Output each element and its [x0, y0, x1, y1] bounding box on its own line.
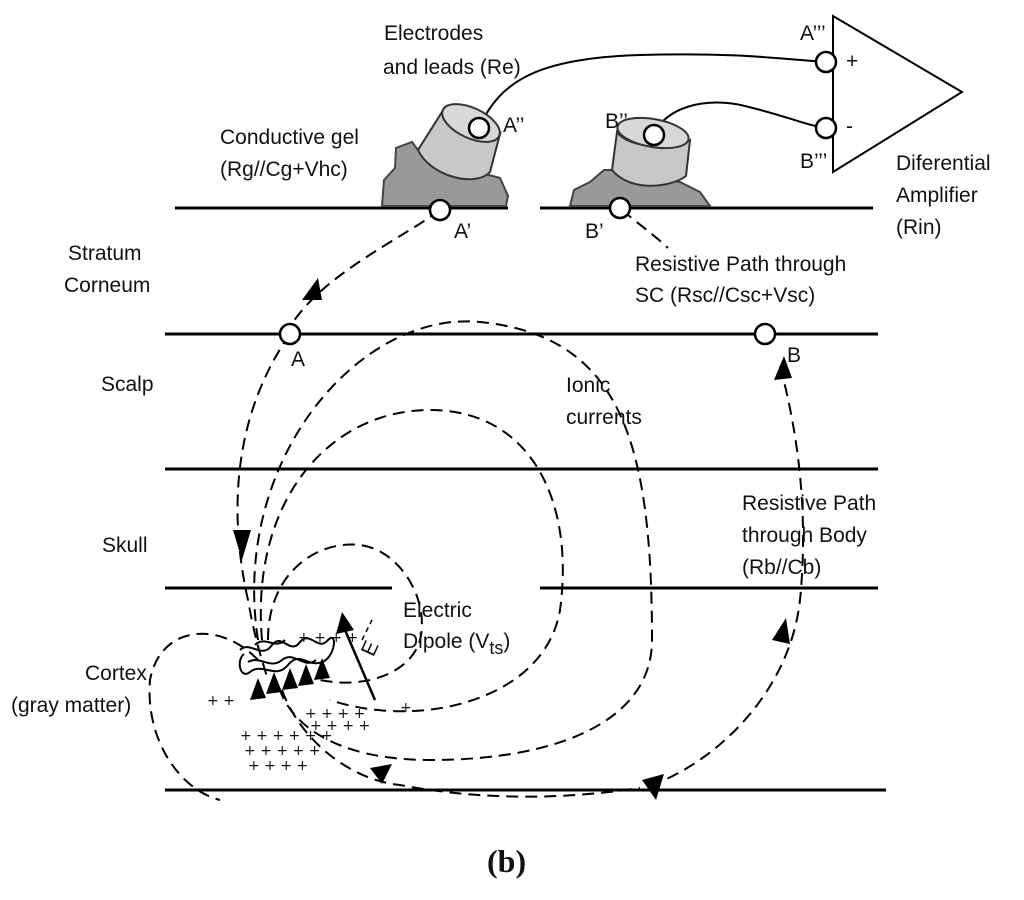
field-arrow [361, 619, 373, 641]
arrowhead-skull-down [233, 530, 251, 560]
arrowhead-scalp-up [774, 356, 792, 380]
node-label-b: B [787, 344, 801, 367]
charges-bottom-1: + + + + [305, 706, 365, 722]
amplifier-label-line1: Diferential [896, 152, 991, 175]
path-a-to-cortex [236, 333, 291, 681]
charges-right: + [400, 700, 412, 716]
electrodes-label-line2: and leads (Re) [383, 56, 521, 79]
dipole-label-line2: Dipole (Vts) [403, 630, 510, 658]
node-label-b1: B’ [585, 220, 604, 243]
node-label-a3: A’’’ [800, 22, 826, 45]
layer-scalp: Scalp [101, 373, 154, 396]
path-cortex-left-loop [148, 632, 259, 801]
ionic-label-line1: Ionic [566, 374, 610, 397]
arrowhead-cortex-right [370, 764, 392, 784]
charges-bottom-3: + + + + + [244, 743, 320, 759]
arrowhead-body-up [772, 618, 790, 644]
diagram-labels: Electrodes and leads (Re) Conductive gel… [220, 22, 991, 660]
neuron-2 [266, 672, 282, 694]
layer-cortex-line2: (gray matter) [11, 694, 131, 717]
resistive-body-label-line1: Resistive Path [742, 492, 876, 515]
node-b2 [642, 123, 666, 147]
amplifier-plus-sign: + [846, 50, 858, 73]
path-cortex-loop-right [281, 689, 641, 798]
nodes [278, 50, 838, 346]
charges-bottom-5: + + + + [310, 718, 370, 734]
resistive-sc-label-line2: SC (Rsc//Csc+Vsc) [635, 284, 815, 307]
node-a [278, 322, 302, 346]
dipole-vector-head [336, 612, 354, 634]
node-b1 [608, 196, 632, 220]
layer-stratum-corneum-line2: Corneum [64, 274, 150, 297]
neuron-4 [298, 664, 314, 686]
neuron-3 [282, 668, 298, 690]
amplifier-label-line3: (Rin) [896, 216, 942, 239]
electrodes-label-line1: Electrodes [384, 22, 483, 45]
lead-wire-b [653, 101, 827, 136]
path-ionic-middle [259, 408, 564, 713]
charges-left: + + [207, 693, 235, 709]
layer-cortex-line1: Cortex [85, 662, 147, 685]
gel-label-line2: (Rg//Cg+Vhc) [220, 158, 348, 181]
amplifier-minus-sign: - [846, 115, 853, 138]
current-paths [148, 209, 805, 801]
dendrite-scribble [238, 636, 335, 675]
dipole-label-line1: Electric [403, 599, 472, 622]
resistive-body-label-line2: through Body [742, 524, 867, 547]
resistive-body-label-line3: (Rb//Cb) [742, 556, 821, 579]
node-b3 [814, 116, 838, 140]
gel-label-line1: Conductive gel [220, 126, 359, 149]
amplifier-label-line2: Amplifier [896, 184, 978, 207]
lead-wires [478, 53, 827, 136]
path-ionic-large [253, 320, 654, 762]
resistive-sc-label-line1: Resistive Path through [635, 253, 846, 276]
differential-amplifier: + - [832, 14, 964, 174]
node-a3 [814, 50, 838, 74]
cortex-neuron-cluster: + + + + + + + + + + + + + + + + + + + + … [207, 612, 412, 774]
node-label-a1: A’ [454, 220, 471, 243]
node-label-a: A [291, 348, 305, 371]
path-b1-to-b-dashed [621, 209, 669, 249]
layer-names: Stratum Corneum Scalp Skull Cortex (gray… [11, 242, 154, 717]
neuron-5 [314, 658, 330, 680]
arrowhead-cortex-bottom [642, 774, 664, 800]
electrode-b-assembly [568, 116, 712, 207]
node-label-b3: B’’’ [800, 150, 827, 173]
dipole-vector [343, 629, 377, 701]
node-a2 [467, 116, 491, 140]
node-label-a2: A’’ [503, 114, 524, 137]
lead-wire-a [478, 53, 827, 129]
path-body-right [649, 365, 805, 787]
path-a1-to-a [287, 209, 441, 331]
path-ionic-small [267, 543, 423, 684]
layer-stratum-corneum-line1: Stratum [68, 242, 142, 265]
node-label-b2: B’’ [605, 110, 628, 133]
neuron-1 [250, 678, 266, 700]
figure-caption: (b) [487, 843, 526, 879]
electrode-a-assembly [380, 103, 510, 207]
ionic-label-line2: currents [566, 406, 642, 429]
amplifier-triangle [832, 14, 964, 174]
node-b [753, 322, 777, 346]
field-symbol: E [357, 637, 384, 659]
charges-top: + + + + [298, 630, 358, 646]
layer-skull: Skull [102, 534, 148, 557]
arrowheads [233, 278, 792, 800]
arrowhead-sc-left [302, 278, 322, 300]
charges-bottom-4: + + + + [248, 758, 308, 774]
node-a1 [428, 198, 452, 222]
charges-bottom-2: + + + + + + [240, 728, 333, 744]
